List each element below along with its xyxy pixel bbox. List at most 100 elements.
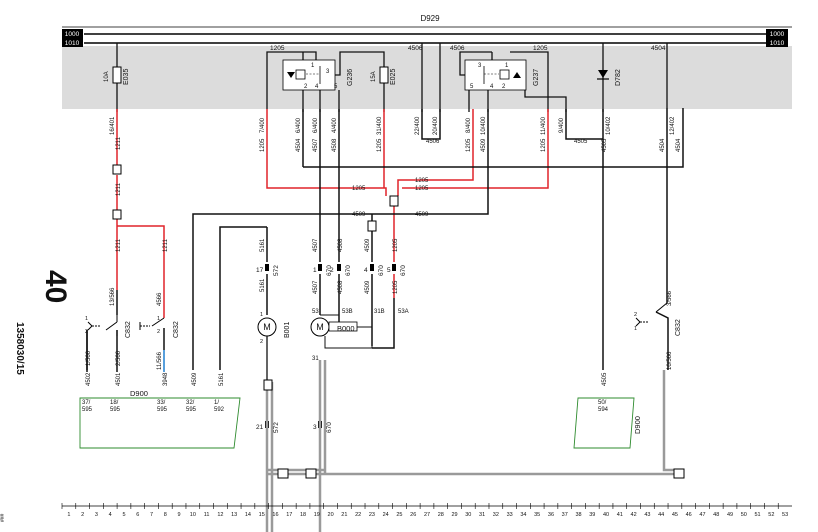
ruler-column-number: 39 bbox=[589, 512, 595, 518]
bus-label-1010-right: 1010 bbox=[770, 40, 785, 47]
ruler-column-number: 1 bbox=[67, 512, 70, 518]
svg-text:2: 2 bbox=[330, 267, 334, 274]
node-wire-labels: 1205 4504 4507 4508 1205 4506 1205 4509 … bbox=[260, 138, 682, 152]
ruler-column-number: 47 bbox=[699, 512, 705, 518]
motor-b000-bracket bbox=[320, 314, 340, 322]
motor-b000-term-53a: 53A bbox=[398, 309, 409, 315]
switch-c832-c-name: C832 bbox=[675, 319, 682, 336]
ruler-column-number: 53 bbox=[782, 512, 788, 518]
relay-g236-pin-1: 1 bbox=[311, 63, 315, 69]
svg-text:12/402: 12/402 bbox=[670, 116, 676, 135]
relay-g237-pin-4: 4 bbox=[490, 84, 494, 90]
fuse-e025-rating: 15A bbox=[371, 71, 377, 82]
motor-b000-name: B000 bbox=[337, 324, 355, 333]
svg-text:670: 670 bbox=[400, 265, 407, 276]
switch-c832-c bbox=[635, 302, 668, 327]
ruler-column-number: 20 bbox=[328, 512, 334, 518]
svg-text:1205: 1205 bbox=[377, 138, 383, 152]
fuse-e035-name: E035 bbox=[123, 69, 130, 85]
ruler-column-number: 33 bbox=[507, 512, 513, 518]
svg-text:5161: 5161 bbox=[260, 238, 266, 252]
bus-label-1010-left: 1010 bbox=[65, 40, 80, 47]
ruler-column-number: 5 bbox=[122, 512, 125, 518]
connector-d900r-name: D900 bbox=[633, 416, 642, 434]
svg-text:595: 595 bbox=[157, 407, 168, 413]
svg-text:9/400: 9/400 bbox=[559, 117, 565, 133]
svg-text:4508: 4508 bbox=[338, 238, 344, 252]
ruler-column-number: 43 bbox=[644, 512, 650, 518]
ruler-column-number: 18 bbox=[300, 512, 306, 518]
ruler-column-number: 30 bbox=[465, 512, 471, 518]
connector-d900r-wire: 4505 bbox=[602, 372, 608, 386]
svg-text:7/400: 7/400 bbox=[260, 117, 266, 133]
relay-g237-name: G237 bbox=[533, 69, 540, 86]
ruler-column-number: 16 bbox=[272, 512, 278, 518]
bus-wire-4506-b: 4506 bbox=[450, 45, 465, 52]
bus-label-1000-left: 1000 bbox=[65, 31, 80, 38]
ruler-column-number: 25 bbox=[396, 512, 402, 518]
svg-text:4508: 4508 bbox=[338, 280, 344, 294]
top-wire-labels: 16/401 7/400 6/400 6/400 4/400 31/400 22… bbox=[110, 116, 676, 135]
svg-text:4502: 4502 bbox=[86, 372, 92, 386]
switch-c832-a bbox=[87, 315, 118, 336]
svg-text:11/566: 11/566 bbox=[157, 351, 163, 370]
connector-d900r-pin: 50/ bbox=[598, 400, 607, 406]
svg-text:1205: 1205 bbox=[415, 186, 429, 192]
diode-d782-name: D782 bbox=[615, 69, 622, 86]
svg-text:670: 670 bbox=[326, 265, 333, 276]
svg-text:4504: 4504 bbox=[660, 138, 666, 152]
ruler-column-number: 24 bbox=[383, 512, 389, 518]
svg-text:31/400: 31/400 bbox=[377, 116, 383, 135]
svg-text:6/400: 6/400 bbox=[313, 117, 319, 133]
motor-b001-pin-1: 1 bbox=[260, 312, 263, 318]
svg-text:595: 595 bbox=[186, 407, 197, 413]
motor-b001-pin-2: 2 bbox=[260, 339, 263, 345]
bus-label-box-right bbox=[766, 29, 788, 47]
motor-b000-term-53b: 53B bbox=[342, 309, 353, 315]
ruler-column-number: 36 bbox=[548, 512, 554, 518]
switch-c832-a-pin-2: 2 bbox=[85, 329, 88, 335]
ruler-column-number: 37 bbox=[562, 512, 568, 518]
ruler-column-number: 8 bbox=[164, 512, 167, 518]
connector-d900-wire-labels: 4502 4501 3948 4509 5161 bbox=[86, 372, 225, 386]
svg-text:4504: 4504 bbox=[296, 138, 302, 152]
svg-text:17: 17 bbox=[256, 267, 264, 274]
inline-connector-2 bbox=[112, 209, 122, 220]
ruler-column-number: 22 bbox=[355, 512, 361, 518]
bus-label-1000-right: 1000 bbox=[770, 31, 785, 38]
svg-text:1211: 1211 bbox=[116, 182, 122, 196]
svg-text:1205: 1205 bbox=[393, 280, 399, 294]
svg-text:4507: 4507 bbox=[313, 280, 319, 294]
left-wire-labels: 1211 1211 1211 1211 13/566 4566 bbox=[110, 136, 169, 306]
drop-wires bbox=[86, 108, 684, 372]
ruler-column-number: 6 bbox=[136, 512, 139, 518]
diode-d782 bbox=[598, 70, 608, 78]
svg-text:3/566: 3/566 bbox=[667, 290, 673, 306]
motor-b000-term-31b: 31B bbox=[374, 309, 385, 315]
ruler-column-number: 32 bbox=[493, 512, 499, 518]
svg-text:4508: 4508 bbox=[332, 138, 338, 152]
inline-connector-4 bbox=[367, 220, 377, 232]
svg-text:18/: 18/ bbox=[110, 400, 119, 406]
ground-junction-2 bbox=[305, 468, 317, 479]
bus-title: D929 bbox=[420, 14, 440, 23]
svg-text:670: 670 bbox=[345, 265, 352, 276]
svg-text:4509: 4509 bbox=[352, 212, 366, 218]
switch-c832-a-pin-1: 1 bbox=[85, 316, 88, 322]
svg-text:1211: 1211 bbox=[116, 136, 122, 150]
svg-text:10/402: 10/402 bbox=[606, 116, 612, 135]
svg-text:8/400: 8/400 bbox=[466, 117, 472, 133]
svg-text:1205: 1205 bbox=[466, 138, 472, 152]
svg-text:16/401: 16/401 bbox=[110, 116, 116, 135]
motor-b000-symbol: M bbox=[316, 322, 324, 332]
svg-text:4509: 4509 bbox=[365, 238, 371, 252]
plug-connectors bbox=[265, 264, 396, 428]
svg-text:1205: 1205 bbox=[541, 138, 547, 152]
switch-c832-c-pin-1: 1 bbox=[634, 326, 637, 332]
ruler-column-number: 29 bbox=[451, 512, 457, 518]
ruler-column-number: 52 bbox=[768, 512, 774, 518]
motor-b000-ground-label: 31 bbox=[312, 356, 319, 362]
ground-junction-3 bbox=[673, 468, 685, 479]
relay-g237-pin-2: 2 bbox=[502, 84, 506, 90]
